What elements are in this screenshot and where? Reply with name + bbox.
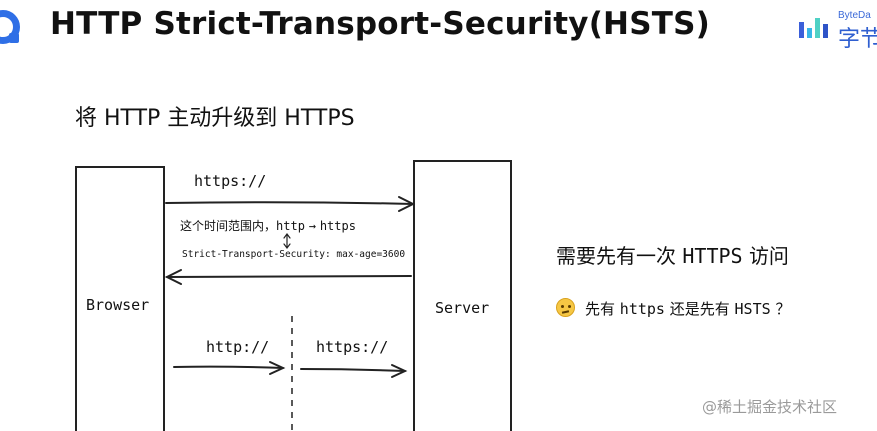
request-label-https-upgraded: https:// [316, 338, 389, 356]
question-hsts: HSTS [734, 300, 771, 318]
brand-logo: ByteDa 字节 [798, 8, 877, 48]
browser-label: Browser [86, 296, 150, 314]
server-box [413, 160, 512, 431]
browser-box [75, 166, 165, 431]
app-logo-icon [0, 10, 20, 44]
header-link-icon [283, 233, 291, 249]
redirect-note-to: https [319, 219, 356, 233]
side-question: 先有 https 还是先有 HSTS ？ [585, 298, 790, 319]
question-mark: ？ [775, 300, 791, 318]
thinking-face-icon [556, 298, 575, 317]
side-heading-suffix: 访问 [748, 244, 789, 268]
side-heading-prefix: 需要先有一次 [556, 244, 676, 268]
request-arrow-1 [165, 196, 416, 212]
request-label-https: https:// [194, 172, 267, 190]
watermark: @稀土掘金技术社区 [702, 398, 838, 416]
bytedance-bars-icon [799, 18, 828, 38]
brand-text-bottom: 字节 [838, 27, 877, 48]
question-https: https [619, 300, 665, 318]
https-arrow [300, 364, 408, 378]
redirect-note-prefix: 这个时间范围内， [180, 219, 277, 233]
slide-title: HTTP Strict-Transport-Security(HSTS) [50, 6, 710, 42]
side-heading: 需要先有一次 HTTPS 访问 [556, 240, 789, 269]
response-arrow [164, 269, 412, 285]
hsts-response-header: Strict-Transport-Security: max-age=3600 [182, 249, 406, 260]
redirect-note-from: http [276, 219, 305, 233]
http-arrow [173, 361, 286, 375]
request-label-http: http:// [206, 338, 270, 356]
question-mid: 还是先有 [669, 300, 730, 318]
brand-text-top: ByteDa [838, 10, 871, 21]
slide-subtitle: 将 HTTP 主动升级到 HTTPS [75, 106, 355, 131]
server-label: Server [435, 299, 490, 317]
redirect-note-arrow: → [308, 219, 316, 233]
side-heading-proto: HTTPS [682, 244, 743, 268]
question-prefix: 先有 [585, 300, 616, 318]
redirect-note: 这个时间范围内，http → https [180, 217, 356, 234]
